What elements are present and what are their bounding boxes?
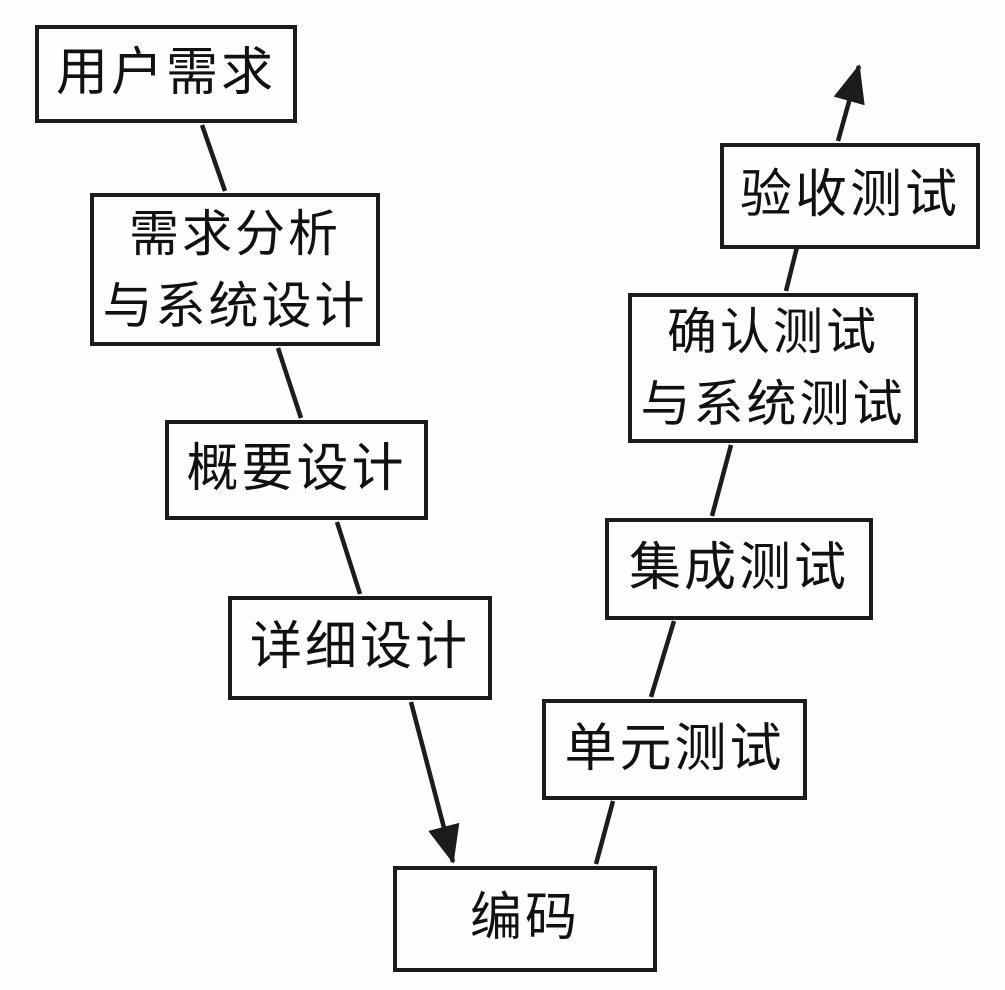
edge-high-level-design-to-detailed-design — [334, 521, 363, 595]
node-label: 验收测试 — [739, 167, 960, 224]
node-label-line2: 与系统设计 — [102, 277, 368, 334]
edge-integration-testing-to-validation-testing — [709, 444, 734, 517]
edge-coding-to-unit-testing — [593, 800, 616, 865]
edge-user-requirements-to-requirements-analysis — [199, 124, 228, 192]
node-high-level-design: 概要设计 — [165, 420, 428, 520]
node-label: 用户需求 — [55, 45, 276, 102]
edge-requirements-analysis-to-high-level-design — [275, 347, 304, 419]
node-label: 单元测试 — [564, 720, 785, 778]
node-requirements-analysis-and-system-design: 需求分析 与系统设计 — [90, 193, 380, 346]
edge-validation-testing-to-acceptance-testing — [783, 246, 800, 292]
edge-unit-testing-to-integration-testing — [648, 620, 677, 698]
node-acceptance-testing: 验收测试 — [720, 143, 980, 249]
node-label: 编码 — [469, 890, 580, 947]
node-integration-testing: 集成测试 — [605, 518, 873, 620]
node-label: 详细设计 — [249, 619, 470, 676]
edge-acceptance-testing-exit-arrow — [833, 64, 865, 142]
node-coding: 编码 — [393, 866, 657, 972]
node-user-requirements: 用户需求 — [35, 25, 297, 123]
node-validation-and-system-testing: 确认测试 与系统测试 — [628, 293, 918, 443]
node-detailed-design: 详细设计 — [228, 596, 492, 700]
node-label: 概要设计 — [186, 441, 407, 498]
node-label-line1: 确认测试 — [667, 304, 879, 360]
node-unit-testing: 单元测试 — [542, 699, 807, 800]
node-label-line1: 需求分析 — [129, 205, 341, 262]
node-label: 集成测试 — [628, 540, 849, 597]
node-label-line2: 与系统测试 — [640, 376, 906, 432]
edge-detailed-design-to-coding-arrow — [408, 701, 460, 864]
